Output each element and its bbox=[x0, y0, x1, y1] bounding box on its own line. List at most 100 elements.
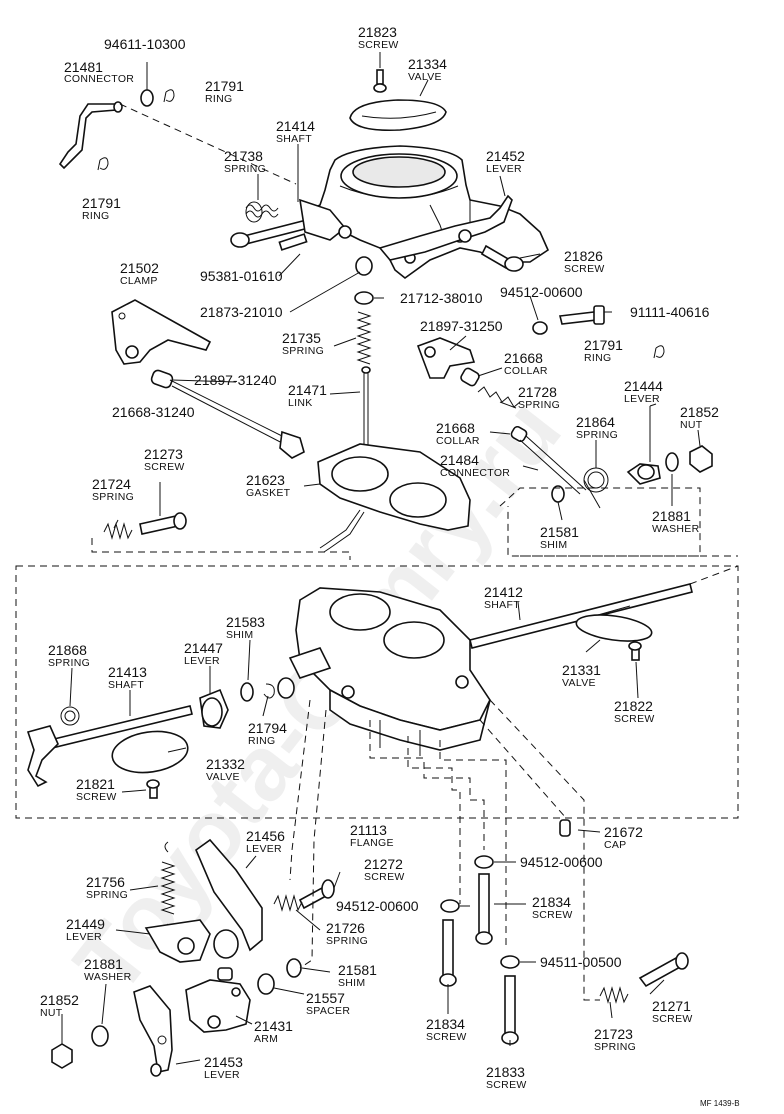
lever-21447 bbox=[199, 688, 229, 729]
svg-text:21272: 21272 bbox=[364, 856, 403, 872]
arm-21431 bbox=[185, 979, 251, 1033]
svg-text:SPRING: SPRING bbox=[576, 429, 618, 441]
svg-text:21334: 21334 bbox=[408, 56, 447, 72]
svg-text:21712-38010: 21712-38010 bbox=[400, 290, 483, 306]
svg-text:COLLAR: COLLAR bbox=[504, 365, 548, 377]
svg-text:21623: 21623 bbox=[246, 472, 285, 488]
svg-text:SHIM: SHIM bbox=[226, 629, 253, 641]
leader-lines bbox=[61, 52, 739, 1065]
svg-text:21833: 21833 bbox=[486, 1064, 525, 1080]
svg-text:91111-40616: 91111-40616 bbox=[630, 304, 710, 320]
collar-21668-a bbox=[460, 367, 480, 387]
svg-text:LEVER: LEVER bbox=[66, 931, 102, 943]
svg-text:21738: 21738 bbox=[224, 148, 263, 164]
svg-text:WASHER: WASHER bbox=[84, 971, 132, 983]
svg-text:21834: 21834 bbox=[532, 894, 571, 910]
svg-text:21447: 21447 bbox=[184, 640, 223, 656]
svg-text:21822: 21822 bbox=[614, 698, 653, 714]
shim-21583 bbox=[240, 682, 254, 702]
svg-text:SPRING: SPRING bbox=[48, 657, 90, 669]
spring-21728 bbox=[477, 386, 521, 408]
svg-text:21794: 21794 bbox=[248, 720, 287, 736]
svg-text:ARM: ARM bbox=[254, 1033, 278, 1045]
svg-text:21557: 21557 bbox=[306, 990, 345, 1006]
svg-text:21735: 21735 bbox=[282, 330, 321, 346]
svg-text:21332: 21332 bbox=[206, 756, 245, 772]
svg-text:CLAMP: CLAMP bbox=[120, 275, 158, 287]
svg-text:21431: 21431 bbox=[254, 1018, 293, 1034]
valve-21331 bbox=[575, 614, 653, 642]
svg-text:21724: 21724 bbox=[92, 476, 131, 492]
svg-text:21668: 21668 bbox=[504, 350, 543, 366]
flange-body-21113 bbox=[277, 587, 491, 756]
svg-text:21791: 21791 bbox=[584, 337, 623, 353]
svg-text:SPRING: SPRING bbox=[282, 345, 324, 357]
svg-text:SCREW: SCREW bbox=[564, 263, 605, 275]
svg-text:SCREW: SCREW bbox=[76, 791, 117, 803]
spring-21735 bbox=[356, 311, 372, 365]
svg-text:21791: 21791 bbox=[205, 78, 244, 94]
svg-text:21723: 21723 bbox=[594, 1026, 633, 1042]
link-21471 bbox=[361, 366, 371, 448]
svg-text:21881: 21881 bbox=[84, 956, 123, 972]
svg-text:21791: 21791 bbox=[82, 195, 121, 211]
svg-text:FLANGE: FLANGE bbox=[350, 837, 394, 849]
svg-text:LINK: LINK bbox=[288, 397, 313, 409]
svg-text:21826: 21826 bbox=[564, 248, 603, 264]
svg-text:CAP: CAP bbox=[604, 839, 627, 851]
screw-21273 bbox=[139, 512, 187, 535]
svg-text:NUT: NUT bbox=[680, 419, 703, 431]
collar-lower bbox=[217, 967, 233, 981]
svg-text:94511-00500: 94511-00500 bbox=[540, 954, 622, 970]
svg-text:21414: 21414 bbox=[276, 118, 315, 134]
valve-21332 bbox=[111, 730, 189, 774]
svg-text:21113: 21113 bbox=[350, 822, 387, 838]
svg-text:SHAFT: SHAFT bbox=[484, 599, 520, 611]
svg-text:SHAFT: SHAFT bbox=[108, 679, 144, 691]
svg-text:CONNECTOR: CONNECTOR bbox=[64, 73, 134, 85]
svg-text:94512-00600: 94512-00600 bbox=[500, 284, 583, 300]
washer-94611-10300 bbox=[140, 89, 154, 107]
washer-21873-21010 bbox=[355, 256, 373, 276]
svg-text:COLLAR: COLLAR bbox=[436, 435, 480, 447]
lever-21453 bbox=[133, 985, 173, 1077]
svg-text:WASHER: WASHER bbox=[652, 523, 700, 535]
washer-94512-00600-c bbox=[440, 899, 460, 913]
svg-text:SCREW: SCREW bbox=[426, 1031, 467, 1043]
screw-21271 bbox=[638, 952, 689, 988]
svg-text:VALVE: VALVE bbox=[206, 771, 240, 783]
nut-21852-b bbox=[51, 1043, 73, 1069]
svg-text:21581: 21581 bbox=[338, 962, 377, 978]
svg-text:SCREW: SCREW bbox=[144, 461, 185, 473]
svg-text:LEVER: LEVER bbox=[486, 163, 522, 175]
callout-95381-01610: 95381-01610 bbox=[200, 268, 283, 284]
spring-21738 bbox=[245, 201, 279, 223]
nut-21852-a bbox=[689, 445, 713, 473]
svg-text:RING: RING bbox=[584, 352, 611, 364]
svg-text:21583: 21583 bbox=[226, 614, 265, 630]
